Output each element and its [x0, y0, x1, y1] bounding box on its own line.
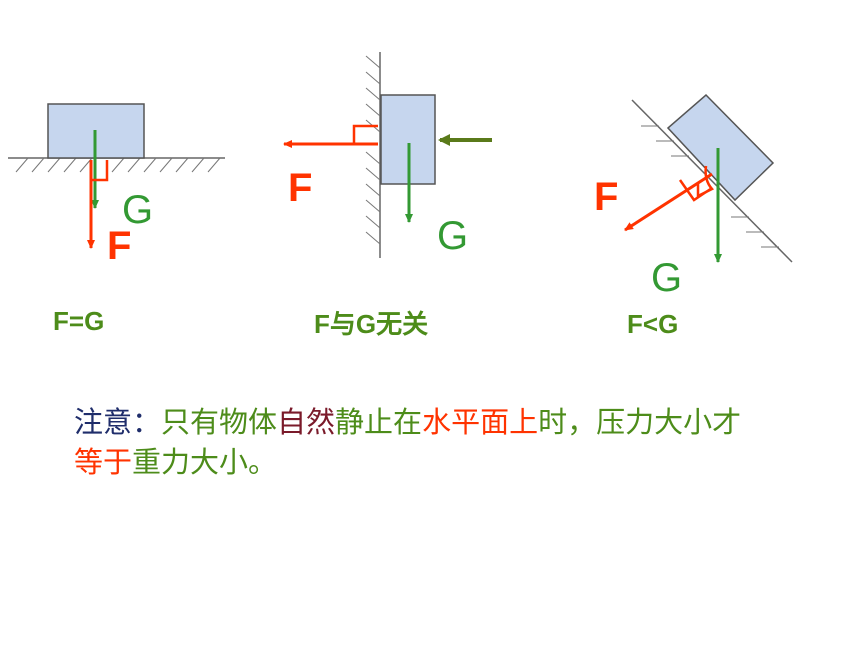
right-angle-mark-2	[678, 179, 713, 202]
force-label: F	[288, 166, 313, 210]
note-text: 时，压力大小才	[538, 405, 742, 439]
wall-hatching	[365, 55, 381, 245]
note-text: 重力大小。	[132, 445, 278, 479]
gravity-label: G	[651, 256, 683, 300]
gravity-label: G	[437, 214, 469, 258]
note-highlight-natural: 自然	[277, 405, 336, 439]
force-label: F	[594, 175, 619, 219]
gravity-label: G	[122, 188, 154, 232]
caption-less: F<G	[627, 309, 679, 339]
note-prefix: 注意：	[74, 405, 162, 439]
note-text: 静止在	[335, 405, 423, 439]
note-text: 只有物体	[161, 405, 278, 439]
horizontal-surface-diagram	[8, 103, 225, 249]
note-highlight-horizontal: 水平面上	[422, 405, 539, 439]
pressure-arrow	[624, 172, 713, 232]
note-paragraph: 注意：只有物体自然静止在水平面上时，压力大小才等于重力大小。	[74, 402, 764, 482]
caption-unrelated: F与G无关	[314, 309, 429, 339]
caption-equal: F=G	[53, 306, 105, 336]
incline-hatching	[641, 125, 779, 248]
vertical-wall-diagram	[283, 52, 492, 258]
incline-line	[631, 99, 793, 263]
inclined-plane-diagram	[624, 93, 793, 263]
right-angle-mark	[91, 160, 109, 182]
right-angle-mark	[352, 124, 378, 144]
force-label: F	[107, 224, 132, 268]
ground-hatching	[15, 157, 221, 173]
note-highlight-equal: 等于	[74, 445, 133, 479]
block	[666, 93, 775, 202]
